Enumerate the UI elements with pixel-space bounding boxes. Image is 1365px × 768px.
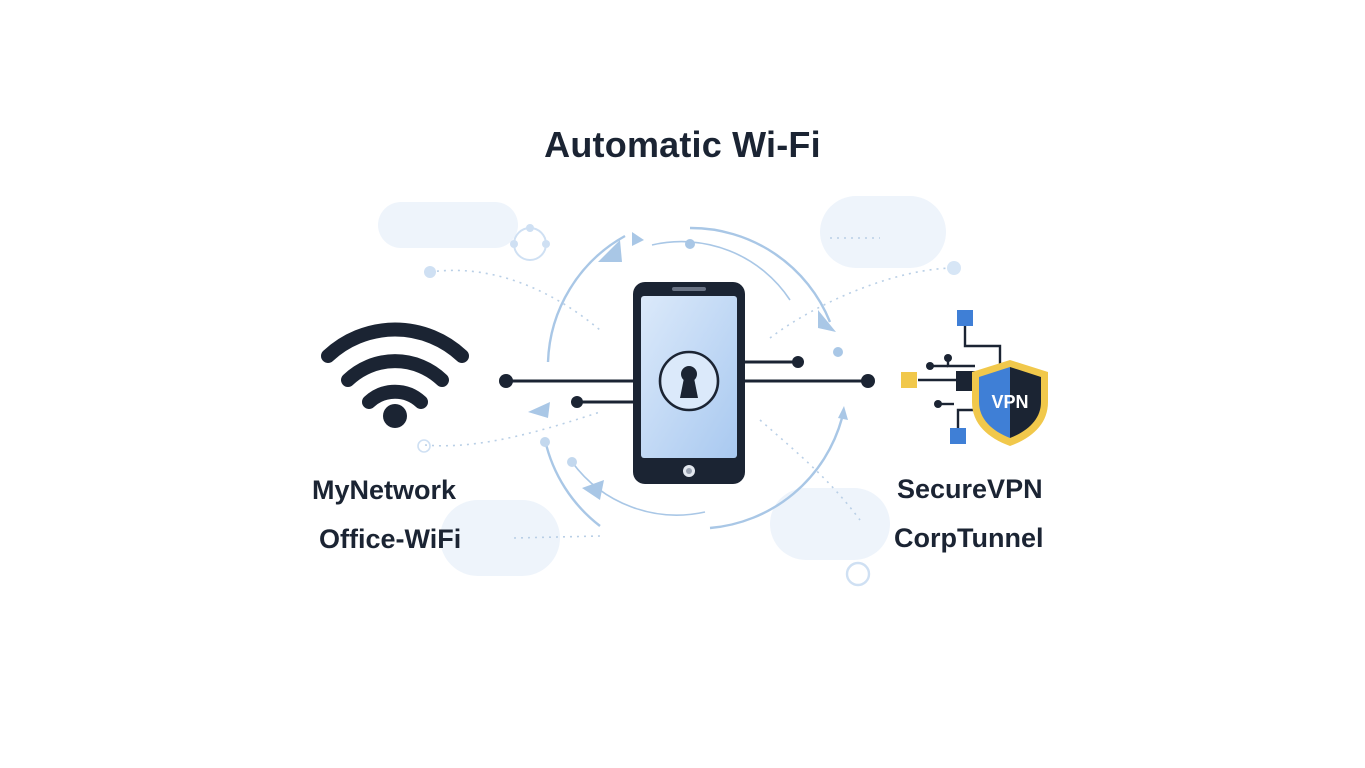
diagram-title: Automatic Wi-Fi [544, 124, 821, 165]
left-network-label-2: Office-WiFi [319, 524, 462, 554]
accent-dots [417, 224, 961, 587]
keyhole-icon [658, 350, 720, 412]
left-network-label-1: MyNetwork [312, 475, 457, 505]
wifi-icon [321, 322, 469, 428]
right-network-label-1: SecureVPN [897, 474, 1043, 504]
connector-nodes [499, 356, 875, 408]
vpn-shield-icon [972, 360, 1048, 446]
sync-arrows [543, 226, 844, 530]
arrow-heads [528, 232, 848, 500]
background-clouds [378, 196, 946, 576]
dotted-paths [424, 237, 956, 539]
vpn-badge-text: VPN [991, 392, 1028, 412]
network-node-squares [901, 310, 976, 444]
right-network-label-2: CorpTunnel [894, 523, 1044, 553]
